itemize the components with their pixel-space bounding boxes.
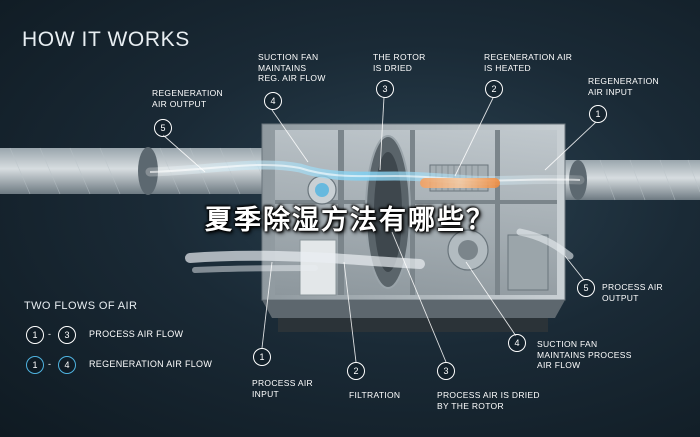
callout-3-badge-bottom: 3 bbox=[437, 362, 455, 380]
callout-4-badge-top: 4 bbox=[264, 92, 282, 110]
legend-title: TWO FLOWS OF AIR bbox=[24, 300, 138, 312]
callout-3-badge-top: 3 bbox=[376, 80, 394, 98]
legend-process-separator: - bbox=[48, 329, 52, 339]
process-air-flow bbox=[185, 228, 574, 273]
legend-regeneration-separator: - bbox=[48, 359, 52, 369]
callout-2-badge-bottom: 2 bbox=[347, 362, 365, 380]
overlay-heading: 夏季除湿方法有哪些？ bbox=[205, 205, 495, 235]
callout-5-label-bottom: PROCESS AIR OUTPUT bbox=[602, 282, 663, 303]
callout-5-badge-top: 5 bbox=[154, 119, 172, 137]
callout-1-label-top: REGENERATION AIR INPUT bbox=[588, 76, 659, 97]
callout-2-badge-top: 2 bbox=[485, 80, 503, 98]
regeneration-air-flow bbox=[145, 160, 585, 186]
legend-process-label: PROCESS AIR FLOW bbox=[89, 329, 184, 339]
dehumidifier-cabinet bbox=[261, 123, 566, 332]
callout-4-badge-bottom: 4 bbox=[508, 334, 526, 352]
callout-3-label-bottom: PROCESS AIR IS DRIED BY THE ROTOR bbox=[437, 390, 540, 411]
page-title: HOW IT WORKS bbox=[22, 28, 190, 51]
legend-regeneration-label: REGENERATION AIR FLOW bbox=[89, 359, 213, 369]
leader-lines bbox=[162, 96, 597, 363]
legend-regeneration-to-badge: 4 bbox=[58, 356, 76, 374]
callout-3-label-top: THE ROTOR IS DRIED bbox=[373, 52, 426, 73]
legend-process-to-badge: 3 bbox=[58, 326, 76, 344]
callout-4-label-top: SUCTION FAN MAINTAINS REG. AIR FLOW bbox=[258, 52, 326, 83]
heated-air-flow bbox=[420, 178, 500, 188]
callout-4-label-bottom: SUCTION FAN MAINTAINS PROCESS AIR FLOW bbox=[537, 339, 632, 370]
callout-1-label-bottom: PROCESS AIR INPUT bbox=[252, 378, 313, 399]
callout-5-label-top: REGENERATION AIR OUTPUT bbox=[152, 88, 223, 109]
callout-1-badge-bottom: 1 bbox=[253, 348, 271, 366]
callout-1-badge-top: 1 bbox=[589, 105, 607, 123]
callout-5-badge-bottom: 5 bbox=[577, 279, 595, 297]
callout-2-label-top: REGENERATION AIR IS HEATED bbox=[484, 52, 573, 73]
legend-process-from-badge: 1 bbox=[26, 326, 44, 344]
callout-2-label-bottom: FILTRATION bbox=[349, 390, 401, 400]
legend-regeneration-from-badge: 1 bbox=[26, 356, 44, 374]
